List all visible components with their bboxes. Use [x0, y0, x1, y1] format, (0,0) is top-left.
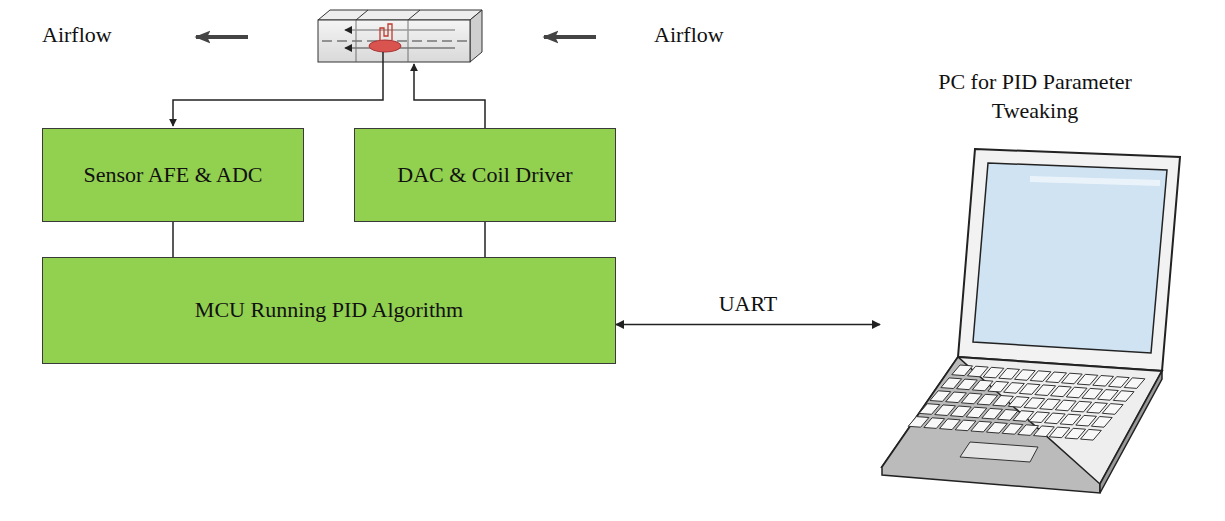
airflow-label: Airflow — [654, 22, 724, 48]
connector — [484, 222, 486, 257]
process-box: MCU Running PID Algorithm — [42, 257, 616, 364]
coil-drive-wire — [414, 64, 485, 128]
laptop-illustration — [880, 139, 1190, 499]
edge-label: UART — [719, 291, 778, 317]
box-label: Sensor AFE & ADC — [83, 161, 262, 190]
airflow-arrow — [544, 35, 596, 39]
connector — [172, 222, 174, 257]
process-box: Sensor AFE & ADC — [42, 128, 304, 222]
airflow-label: Airflow — [42, 22, 112, 48]
box-label: DAC & Coil Driver — [397, 161, 572, 190]
wind-tunnel — [318, 10, 482, 62]
process-box: DAC & Coil Driver — [354, 128, 616, 222]
box-label: MCU Running PID Algorithm — [195, 296, 463, 325]
computer-node: PC for PID Parameter Tweaking — [880, 68, 1190, 499]
node-heading: PC for PID Parameter Tweaking — [910, 68, 1160, 125]
sensor-signal-wire — [173, 52, 383, 126]
connector — [616, 324, 880, 326]
airflow-arrow — [196, 35, 248, 39]
